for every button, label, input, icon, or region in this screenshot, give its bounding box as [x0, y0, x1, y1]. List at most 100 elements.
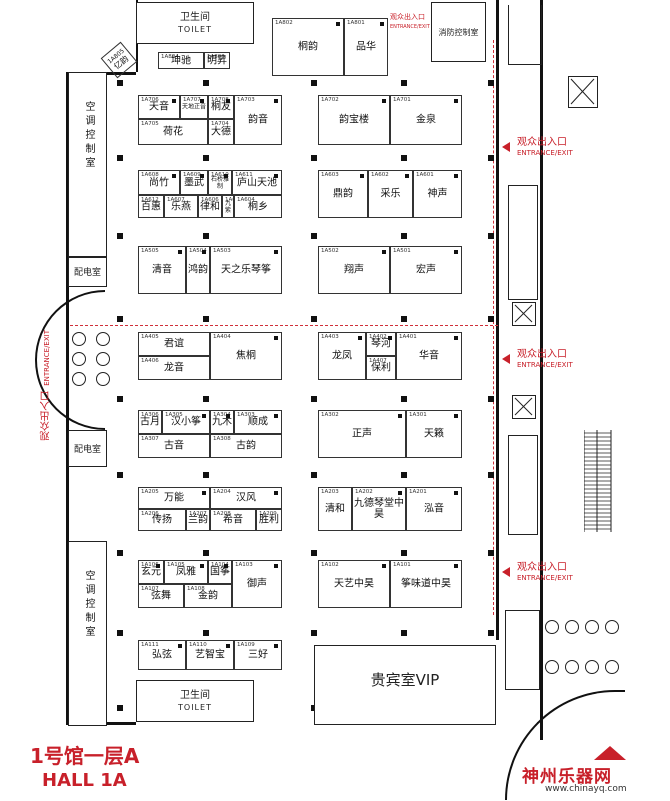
pillar [401, 233, 407, 239]
booth-code: 1A404 [213, 334, 231, 340]
vip-label: 贵宾室VIP [370, 671, 440, 689]
door-icon [72, 332, 86, 346]
stairs-icon [583, 430, 612, 532]
booth-name: 乐燕 [171, 201, 191, 212]
booth-name: 汉风 [236, 492, 256, 504]
entrance-top-right: 观众出入口 ENTRANCE/EXIT [390, 12, 430, 32]
pillar [117, 630, 123, 636]
power-room-bottom-label: 配电室 [73, 445, 101, 455]
booth-name: 韵宝楼 [339, 114, 369, 126]
booth-name: 坤驰 [171, 55, 191, 66]
door-icon [72, 372, 86, 386]
booth-marker [454, 250, 458, 254]
pillar [117, 80, 123, 86]
pillar [203, 472, 209, 478]
pillar [401, 316, 407, 322]
pillar [311, 550, 317, 556]
right-dashed-line [493, 40, 494, 615]
booth-code: 1A707 [183, 97, 201, 103]
booth-code: 1A501 [393, 248, 411, 254]
booth-name: 庐山天池 [237, 177, 277, 188]
booth-marker [274, 414, 278, 418]
booth-name: 希音 [223, 514, 243, 526]
toilet-bottom-cn: 卫生间 [180, 690, 210, 701]
booth-code: 1A605 [225, 197, 243, 203]
pillar [203, 233, 209, 239]
booth-code: 1A301 [409, 412, 427, 418]
booth-code: 1A802 [275, 20, 293, 26]
entrance-right-3-en: ENTRANCE/EXIT [517, 574, 573, 582]
elevator-mid-1 [512, 302, 536, 326]
booth-code: 1A209 [259, 511, 277, 517]
pillar [311, 472, 317, 478]
booth-name: 墨武 [184, 177, 204, 188]
booth-code: 1A803 [207, 54, 225, 60]
booth-marker [274, 564, 278, 568]
booth-code: 1A106 [141, 562, 159, 568]
entrance-right-1-en: ENTRANCE/EXIT [517, 149, 573, 157]
booth-code: 1A611 [235, 172, 253, 178]
watermark-url: www.chinayq.com [545, 784, 627, 794]
booth-name: 三好 [248, 649, 268, 661]
pillar [203, 396, 209, 402]
booth-code: 1A403 [321, 334, 339, 340]
arrow-icon [502, 354, 510, 364]
pillar [117, 472, 123, 478]
booth-name: 荷花 [163, 126, 183, 138]
booth-marker [398, 491, 402, 495]
left-entrance-en: ENTRANCE/EXIT [43, 330, 51, 386]
elevator-icon [514, 397, 533, 416]
pillar [401, 80, 407, 86]
booth-name: 神声 [427, 188, 448, 200]
pillar [117, 233, 123, 239]
elevator-icon [570, 78, 595, 105]
booth-marker [224, 564, 228, 568]
pillar [311, 80, 317, 86]
booth-name: 鸿韵 [188, 264, 208, 276]
booth-name: 胜利 [259, 514, 279, 526]
booth-marker [382, 250, 386, 254]
booth-code: 1A307 [141, 436, 159, 442]
booth-name: 琴河 [371, 338, 391, 350]
pillar [488, 550, 494, 556]
outer-wall-right [496, 0, 499, 640]
booth-code: 1A111 [141, 642, 159, 648]
pillar [117, 155, 123, 161]
pillar [117, 396, 123, 402]
staircase [583, 430, 612, 532]
booth-name: 大德 [211, 126, 231, 138]
booth-name: 传扬 [152, 514, 172, 526]
booth-code: 1A302 [321, 412, 339, 418]
pillar [311, 155, 317, 161]
entrance-right-1-cn: 观众出入口 [517, 137, 567, 148]
entrance-top-en: ENTRANCE/EXIT [390, 24, 430, 30]
booth-code: 1A704 [211, 121, 229, 127]
door-icon [605, 660, 619, 674]
booth-marker [274, 99, 278, 103]
entrance-right-3: 观众出入口 ENTRANCE/EXIT [517, 563, 573, 583]
hall-divider-line [70, 325, 498, 326]
